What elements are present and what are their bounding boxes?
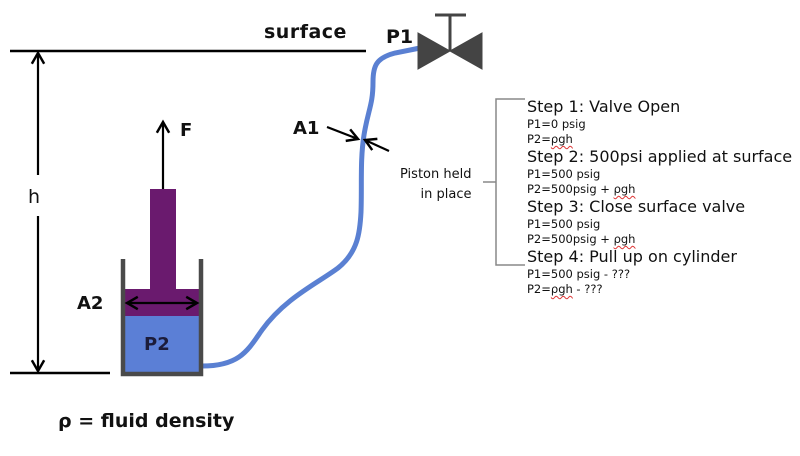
p2-prefix: P2= bbox=[527, 132, 551, 146]
p2-prefix: P2=500psig + bbox=[527, 182, 614, 196]
valve-icon bbox=[417, 13, 483, 70]
p2-prefix: P2=500psig + bbox=[527, 232, 614, 246]
step-p2: P2=ρgh - ??? bbox=[527, 282, 792, 297]
piston-held-note: Piston held in place bbox=[400, 165, 471, 205]
rho-g-h-term: ρgh bbox=[613, 182, 636, 196]
step-p2: P2=500psig + ρgh bbox=[527, 182, 792, 197]
surface-label: surface bbox=[264, 21, 347, 43]
steps-bracket bbox=[483, 98, 525, 266]
area-a2-label: A2 bbox=[77, 293, 104, 314]
step-item: Step 4: Pull up on cylinder P1=500 psig … bbox=[527, 247, 792, 297]
piston-held-line-2: in place bbox=[420, 187, 472, 202]
step-item: Step 1: Valve Open P1=0 psig P2=ρgh bbox=[527, 97, 792, 147]
area-a1-label: A1 bbox=[293, 118, 320, 139]
p1-label: P1 bbox=[386, 26, 414, 48]
rho-g-h-term: ρgh bbox=[550, 132, 573, 146]
step-p1: P1=500 psig bbox=[527, 217, 601, 231]
cylinder-fluid bbox=[123, 316, 201, 373]
piston-held-line-1: Piston held bbox=[400, 167, 472, 182]
step-title: Step 2: 500psi applied at surface bbox=[527, 147, 793, 166]
fluid-tube bbox=[199, 45, 423, 369]
density-definition: ρ = fluid density bbox=[58, 410, 235, 432]
step-item: Step 3: Close surface valve P1=500 psig … bbox=[527, 197, 792, 247]
steps-list: Step 1: Valve Open P1=0 psig P2=ρgh Step… bbox=[527, 97, 792, 297]
step-title: Step 4: Pull up on cylinder bbox=[527, 247, 737, 266]
cylinder-wall bbox=[120, 259, 204, 377]
p2-suffix: - ??? bbox=[572, 282, 603, 296]
rho-g-h-term: ρgh bbox=[550, 282, 573, 296]
step-item: Step 2: 500psi applied at surface P1=500… bbox=[527, 147, 792, 197]
step-p2: P2=500psig + ρgh bbox=[527, 232, 792, 247]
area-a1-arrow-right bbox=[362, 137, 390, 152]
step-p1: P1=0 psig bbox=[527, 117, 586, 131]
piston-rod bbox=[150, 189, 176, 290]
force-label: F bbox=[180, 120, 193, 141]
p2-label: P2 bbox=[144, 334, 170, 355]
area-a1-arrow-left bbox=[326, 125, 361, 143]
rho-g-h-term: ρgh bbox=[613, 232, 636, 246]
height-label: h bbox=[28, 186, 41, 208]
step-title: Step 3: Close surface valve bbox=[527, 197, 746, 216]
step-p2: P2=ρgh bbox=[527, 132, 792, 147]
p2-prefix: P2= bbox=[527, 282, 551, 296]
step-p1: P1=500 psig bbox=[527, 167, 601, 181]
step-p1: P1=500 psig - ??? bbox=[527, 267, 631, 281]
step-title: Step 1: Valve Open bbox=[527, 97, 681, 116]
